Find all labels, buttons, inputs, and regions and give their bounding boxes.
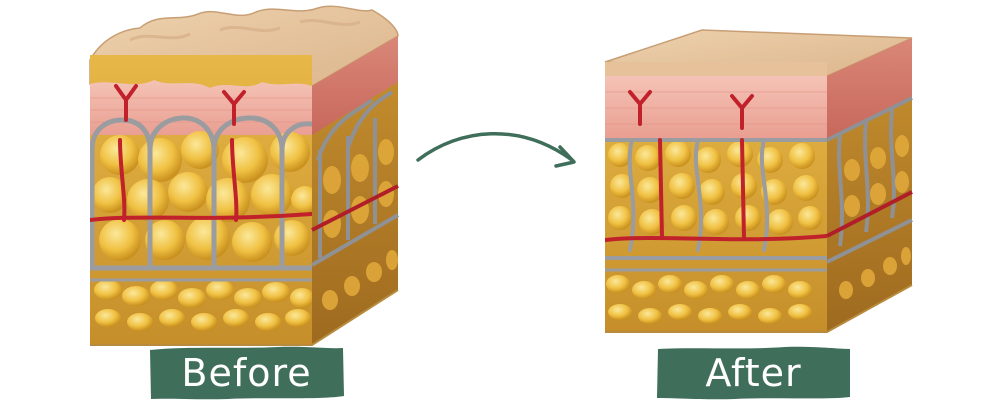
after-septa — [605, 138, 827, 272]
after-fat-cells — [606, 141, 822, 324]
before-skin-block — [89, 5, 400, 346]
before-blood-vessels — [90, 84, 312, 222]
curved-arrow-icon — [416, 132, 576, 168]
before-label: Before — [148, 344, 345, 402]
after-label-text: After — [705, 351, 802, 395]
after-label-background — [657, 346, 850, 400]
before-label-text: Before — [181, 351, 312, 395]
after-blood-vessels — [605, 90, 827, 242]
after-label: After — [655, 344, 852, 402]
after-skin-block — [604, 29, 913, 333]
before-label-background — [150, 346, 344, 400]
before-septa — [90, 115, 312, 282]
